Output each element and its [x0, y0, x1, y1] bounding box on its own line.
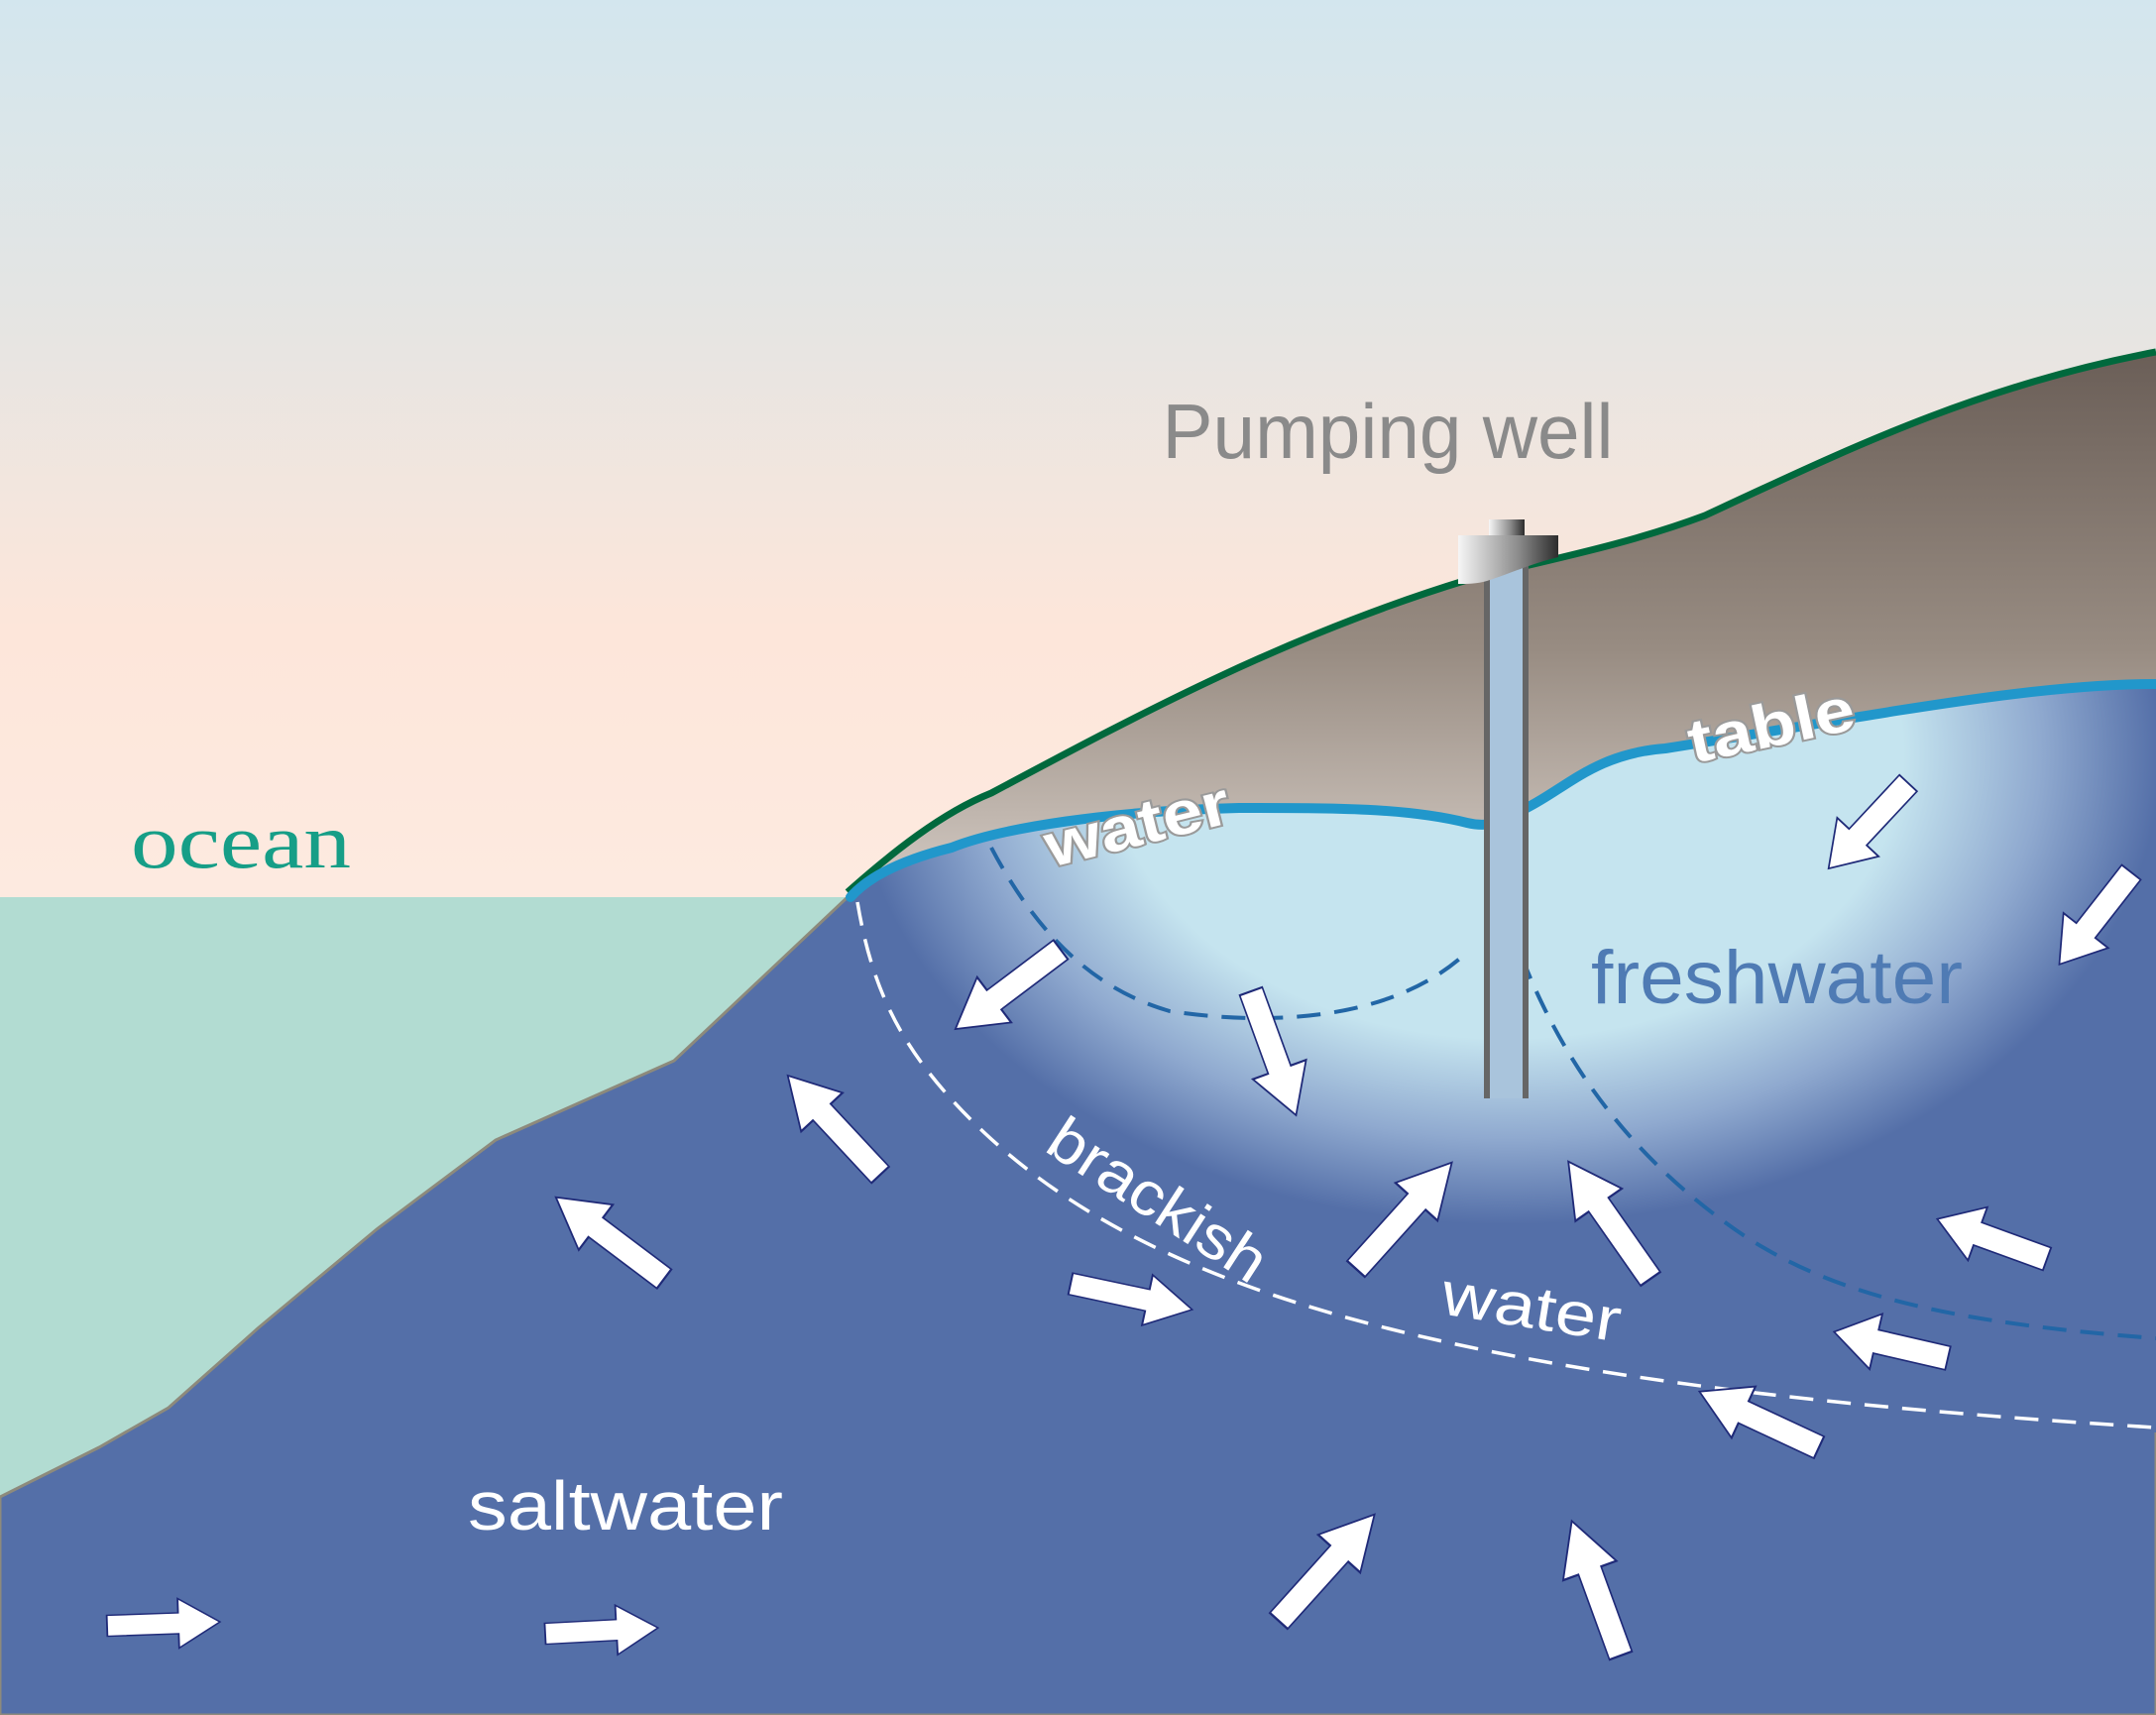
freshwater-label: freshwater [1591, 936, 1963, 1020]
well-water-column [1490, 565, 1523, 1098]
brackish-salt-interface [855, 901, 2156, 1429]
water-table-line [846, 679, 2156, 902]
pumping-well-label: Pumping well [1163, 388, 1614, 475]
well-cap-top [1489, 519, 1525, 539]
ocean-label: ocean [131, 798, 351, 884]
fresh-brackish-interface-right [1520, 956, 2156, 1340]
fresh-brackish-interface-left [989, 847, 1464, 1021]
saltwater-label: saltwater [468, 1467, 783, 1544]
well-cap [1458, 535, 1558, 584]
pumping-well [1458, 519, 1558, 1098]
